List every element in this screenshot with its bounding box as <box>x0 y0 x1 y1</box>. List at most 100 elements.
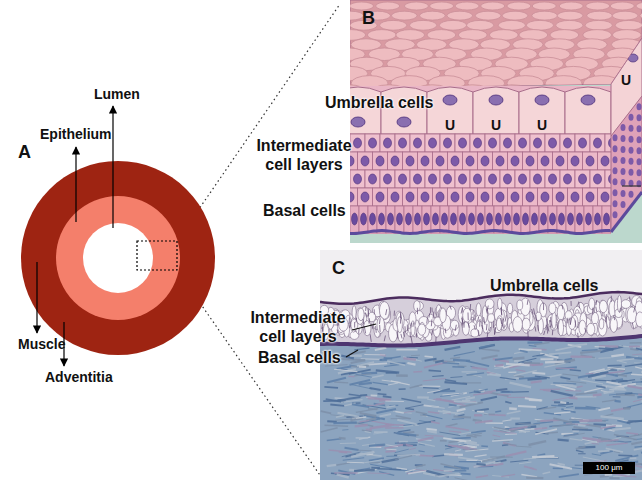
nucleus <box>586 213 592 225</box>
nucleus <box>577 213 583 225</box>
intermediate-cell <box>590 134 605 152</box>
collagen-fibre <box>438 411 458 413</box>
collagen-fibre <box>606 443 627 445</box>
collagen-fibre <box>559 474 579 477</box>
basal-cell <box>593 206 602 233</box>
collagen-fibre <box>585 441 599 444</box>
collagen-fibre <box>443 400 465 405</box>
intermediate-cell <box>388 152 403 170</box>
collagen-fibre <box>342 429 348 431</box>
cell-border <box>571 301 572 306</box>
collagen-fibre <box>583 457 604 461</box>
collagen-fibre <box>552 424 575 426</box>
collagen-fibre <box>571 355 593 358</box>
intermediate-cell <box>485 170 500 188</box>
nucleus <box>586 192 594 202</box>
intermediate-cell <box>560 170 575 188</box>
collagen-fibre <box>370 464 392 468</box>
collagen-fibre <box>613 396 621 397</box>
basal-cell <box>530 206 539 233</box>
nucleus <box>354 138 362 148</box>
collagen-fibre <box>457 409 466 411</box>
collagen-fibre <box>377 393 386 395</box>
collagen-fibre <box>481 445 488 447</box>
intermediate-cell <box>380 134 395 152</box>
collagen-fibre <box>547 374 562 377</box>
intermediate-cell <box>590 170 605 188</box>
nucleus <box>399 174 407 184</box>
collagen-fibre <box>532 354 544 356</box>
umbrella-cell-top <box>430 2 454 10</box>
epithelial-cell <box>397 317 402 333</box>
nucleus <box>489 174 497 184</box>
collagen-fibre <box>599 348 614 350</box>
collagen-fibre <box>454 351 475 355</box>
collagen-fibre <box>556 385 576 390</box>
collagen-fibre <box>449 441 460 442</box>
collagen-fibre <box>520 350 528 352</box>
epithelial-cell <box>569 317 576 329</box>
collagen-fibre <box>354 348 369 350</box>
intermediate-cell <box>403 188 418 206</box>
collagen-fibre <box>345 448 359 450</box>
collagen-fibre <box>417 442 435 446</box>
collagen-fibre <box>406 409 415 410</box>
collagen-fibre <box>632 353 642 355</box>
nucleus <box>541 213 547 225</box>
collagen-fibre <box>579 419 602 422</box>
collagen-fibre <box>534 342 549 344</box>
intermediate-cell <box>598 188 612 206</box>
nucleus <box>443 95 457 105</box>
nucleus <box>629 158 634 165</box>
collagen-fibre <box>510 383 532 388</box>
collagen-fibre <box>550 464 572 468</box>
collagen-fibre <box>510 417 519 419</box>
collagen-fibre <box>356 437 369 439</box>
cell-border <box>468 322 469 328</box>
collagen-fibre <box>334 381 348 383</box>
nucleus <box>601 156 609 166</box>
collagen-fibre <box>578 424 586 427</box>
collagen-fibre <box>474 435 481 436</box>
collagen-fibre <box>540 389 560 391</box>
collagen-fibre <box>524 362 540 364</box>
collagen-fibre <box>519 462 531 464</box>
panel-letter: A <box>18 142 31 164</box>
collagen-fibre <box>545 432 558 433</box>
nucleus <box>391 192 399 202</box>
intermediate-cell <box>448 188 463 206</box>
collagen-fibre <box>472 410 488 414</box>
collagen-fibre <box>627 420 642 422</box>
collagen-fibre <box>630 457 637 459</box>
umbrella-cell-top <box>587 11 613 20</box>
collagen-fibre <box>370 388 381 390</box>
basal-cell <box>359 206 368 233</box>
panel-letter-holder: C <box>332 258 345 280</box>
nucleus <box>594 138 602 148</box>
nucleus <box>429 138 437 148</box>
nucleus <box>504 174 512 184</box>
cell-border <box>473 315 475 322</box>
collagen-fibre <box>554 412 571 413</box>
basal-cell <box>503 206 512 233</box>
nucleus <box>415 213 421 225</box>
collagen-fibre <box>502 391 510 392</box>
nucleus <box>532 213 538 225</box>
collagen-fibre <box>602 400 616 402</box>
collagen-fibre <box>611 355 624 357</box>
collagen-fibre <box>359 421 369 422</box>
collagen-fibre <box>630 342 642 344</box>
umbrella-cell-top <box>586 2 610 10</box>
collagen-fibre <box>403 358 416 359</box>
collagen-fibre <box>585 406 600 408</box>
nucleus <box>466 192 474 202</box>
collagen-fibre <box>364 354 385 355</box>
collagen-fibre <box>373 433 382 434</box>
umbrella-cell-top <box>502 11 528 20</box>
intermediate-cell <box>350 134 365 152</box>
collagen-fibre <box>374 404 385 406</box>
umbrella-cell-top <box>475 11 501 20</box>
collagen-fibre <box>440 464 461 469</box>
umbrella-cell-top <box>559 2 583 10</box>
umbrella-cell-top <box>467 20 494 30</box>
